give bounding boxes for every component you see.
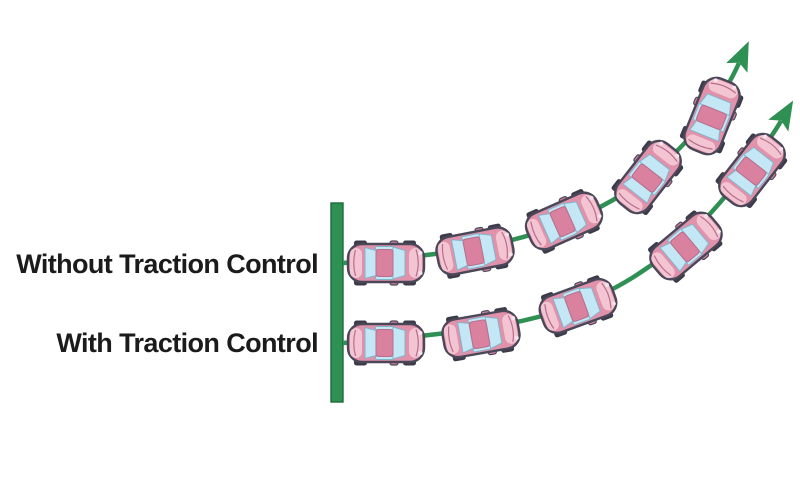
car-without-traction-control-5	[675, 71, 749, 161]
label-with-traction-control: With Traction Control	[56, 328, 318, 358]
start-line-bar	[330, 202, 344, 403]
car-with-traction-control-1	[346, 319, 426, 367]
car-with-traction-control-3	[533, 270, 623, 342]
car-with-traction-control-2	[438, 304, 524, 364]
car-with-traction-control-4	[641, 203, 731, 289]
car-without-traction-control-3	[518, 183, 610, 259]
cars-layer	[346, 71, 795, 367]
car-without-traction-control-1	[346, 239, 426, 287]
car-without-traction-control-2	[432, 220, 518, 282]
car-without-traction-control-4	[605, 132, 691, 222]
label-without-traction-control: Without Traction Control	[16, 249, 318, 279]
